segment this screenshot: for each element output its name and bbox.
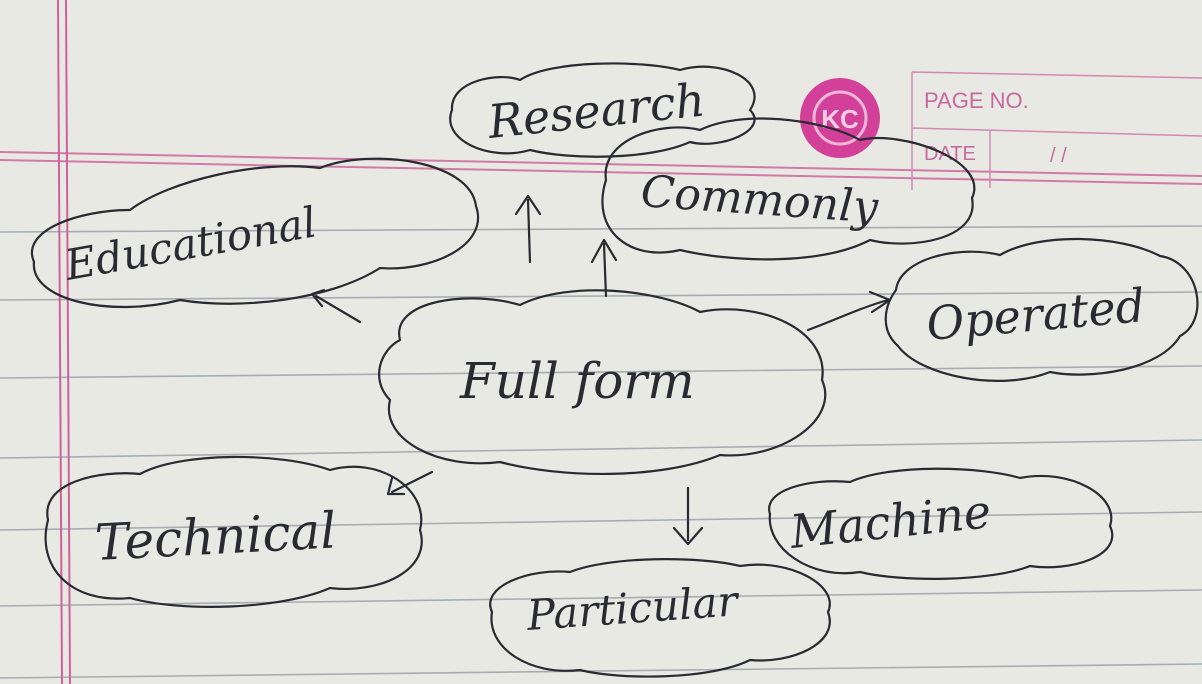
operated-cloud [884,237,1199,382]
header-rule [0,151,1202,185]
arrow-to-operated [806,290,892,332]
arrow-to-particular [672,486,704,546]
arrow-to-technical [386,470,434,496]
machine-node-label: Machine [787,484,994,559]
page-date-box: PAGE NO. DATE / / [911,71,1202,190]
arrow-to-research [514,194,542,264]
connector-arrows [310,194,892,546]
arrow-to-commonly [590,238,618,298]
educational-cloud [30,157,480,309]
research-node-label: Research [485,73,708,150]
date-separator: / / [1050,145,1067,167]
technical-node-label: Technical [94,501,338,572]
margin-lines [57,0,71,684]
brand-logo: KC [800,78,880,158]
research-cloud [449,62,756,158]
ruled-lines [0,225,1202,679]
date-label: DATE [924,143,976,165]
operated-node-label: Operated [924,278,1147,351]
arrow-to-educational [310,288,362,324]
particular-node-label: Particular [524,576,742,640]
particular-cloud [489,558,831,678]
technical-cloud [44,455,423,608]
machine-cloud [768,467,1114,580]
center-node-label: Full form [459,352,695,410]
commonly-cloud [601,117,976,261]
node-clouds [30,62,1199,678]
center-cloud [378,289,827,475]
brand-logo-text: KC [821,104,859,134]
page-no-label: PAGE NO. [924,88,1029,113]
